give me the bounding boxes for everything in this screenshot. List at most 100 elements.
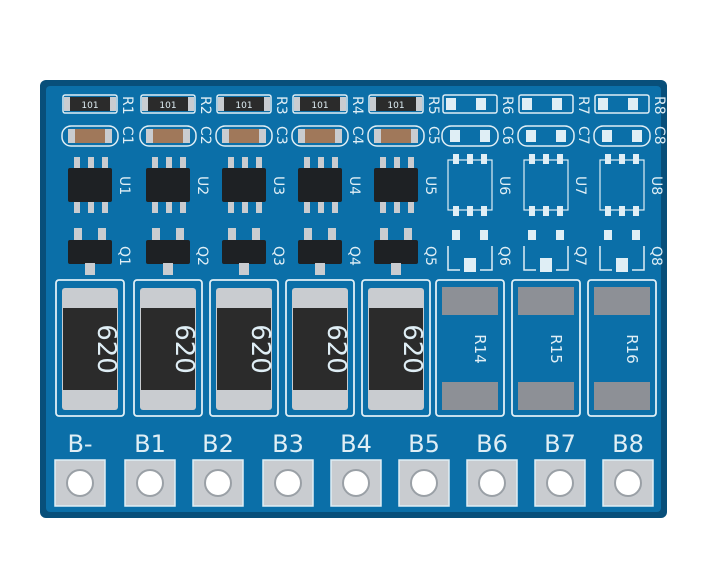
- terminal-hole: [614, 469, 642, 497]
- empty-pad: [464, 258, 476, 272]
- capacitor-pad: [68, 129, 75, 143]
- ic-pin: [166, 199, 172, 213]
- ic-pin: [102, 157, 108, 171]
- ic: U7: [523, 154, 588, 216]
- shunt-marking: 620: [91, 324, 121, 374]
- capacitor: C2: [139, 125, 213, 147]
- ic-label: U1: [116, 176, 132, 195]
- ic-label: U5: [422, 176, 438, 195]
- empty-pad: [543, 154, 549, 164]
- ic-label: U2: [194, 176, 210, 195]
- terminal-hole: [274, 469, 302, 497]
- empty-pad: [557, 206, 563, 216]
- ic-pin: [228, 157, 234, 171]
- resistor-label: R3: [273, 96, 289, 115]
- ic-body: [374, 168, 418, 202]
- resistor-outline: [368, 94, 424, 114]
- ic-pin: [408, 157, 414, 171]
- ic-pin: [332, 199, 338, 213]
- capacitor: C6: [441, 125, 515, 147]
- battery-terminal: B1: [124, 430, 176, 507]
- mosfet-tab: [315, 263, 325, 275]
- ic: U8: [599, 154, 664, 216]
- empty-pad: [619, 206, 625, 216]
- ic-label: U3: [270, 176, 286, 195]
- ic-pin: [256, 199, 262, 213]
- resistor-outline: [140, 94, 196, 114]
- solder-pad: [594, 287, 650, 315]
- mosfet-pin: [328, 228, 336, 240]
- resistor-body: [224, 97, 264, 111]
- resistor-body: [70, 97, 110, 111]
- mosfet-pin: [304, 228, 312, 240]
- resistor-outline: [62, 94, 118, 114]
- ic-pin: [180, 199, 186, 213]
- shunt-body: [217, 308, 271, 390]
- ic: U6: [447, 154, 512, 216]
- mosfet-outline: [447, 246, 493, 271]
- capacitor: C7: [517, 125, 591, 147]
- capacitor-outline: [215, 125, 273, 147]
- empty-pad: [605, 206, 611, 216]
- empty-pad: [446, 98, 456, 110]
- empty-pad: [633, 206, 639, 216]
- terminal-hole: [66, 469, 94, 497]
- ic-body: [68, 168, 112, 202]
- capacitor-label: C6: [499, 126, 515, 145]
- ic-pin: [304, 199, 310, 213]
- mosfet: Q2: [146, 228, 210, 275]
- shunt-resistor: 620: [209, 279, 279, 417]
- terminal-label: B3: [272, 430, 304, 458]
- shunt-body: [141, 308, 195, 390]
- shunt-outline: [511, 279, 581, 417]
- solder-pad: [594, 382, 650, 410]
- mosfet-pin: [98, 228, 106, 240]
- terminal-hole: [478, 469, 506, 497]
- resistor-pad: [416, 97, 422, 111]
- empty-pad: [557, 154, 563, 164]
- capacitor-pad: [259, 129, 266, 143]
- ic-pin: [256, 157, 262, 171]
- ic-pin: [166, 157, 172, 171]
- empty-pad: [632, 130, 642, 142]
- resistor-code: 101: [159, 101, 176, 111]
- shunt-resistor: 620: [55, 279, 125, 417]
- mosfet-label: Q6: [496, 246, 512, 266]
- resistor-label: R8: [651, 96, 667, 115]
- mosfet-body: [298, 240, 342, 264]
- capacitor-outline: [517, 125, 575, 147]
- capacitor: C8: [593, 125, 667, 147]
- mosfet-pin: [74, 228, 82, 240]
- resistor-body: [148, 97, 188, 111]
- empty-pad: [605, 154, 611, 164]
- empty-pad: [602, 130, 612, 142]
- ic-pin: [74, 199, 80, 213]
- empty-pad: [526, 130, 536, 142]
- capacitor-label: C1: [119, 126, 135, 145]
- solder-pad: [518, 287, 574, 315]
- mosfet-pin: [380, 228, 388, 240]
- empty-pad: [633, 154, 639, 164]
- resistor-body: [376, 97, 416, 111]
- resistor-outline: [442, 94, 498, 114]
- capacitor-label: C7: [575, 126, 591, 145]
- resistor-outline: [216, 94, 272, 114]
- resistor-label: R5: [425, 96, 441, 115]
- ic: U1: [68, 157, 132, 213]
- solder-pad: [442, 287, 498, 315]
- resistor-outline: [594, 94, 650, 114]
- empty-pad: [480, 230, 488, 240]
- ic-pin: [102, 199, 108, 213]
- capacitor-pad: [411, 129, 418, 143]
- capacitor-outline: [61, 125, 119, 147]
- resistor-pad: [294, 97, 300, 111]
- ic-pin: [394, 199, 400, 213]
- resistor-top: R6: [442, 94, 515, 115]
- mosfet-pin: [404, 228, 412, 240]
- capacitor-body: [72, 129, 108, 143]
- empty-pad: [529, 154, 535, 164]
- mosfet-body: [146, 240, 190, 264]
- shunt-outline: [285, 279, 355, 417]
